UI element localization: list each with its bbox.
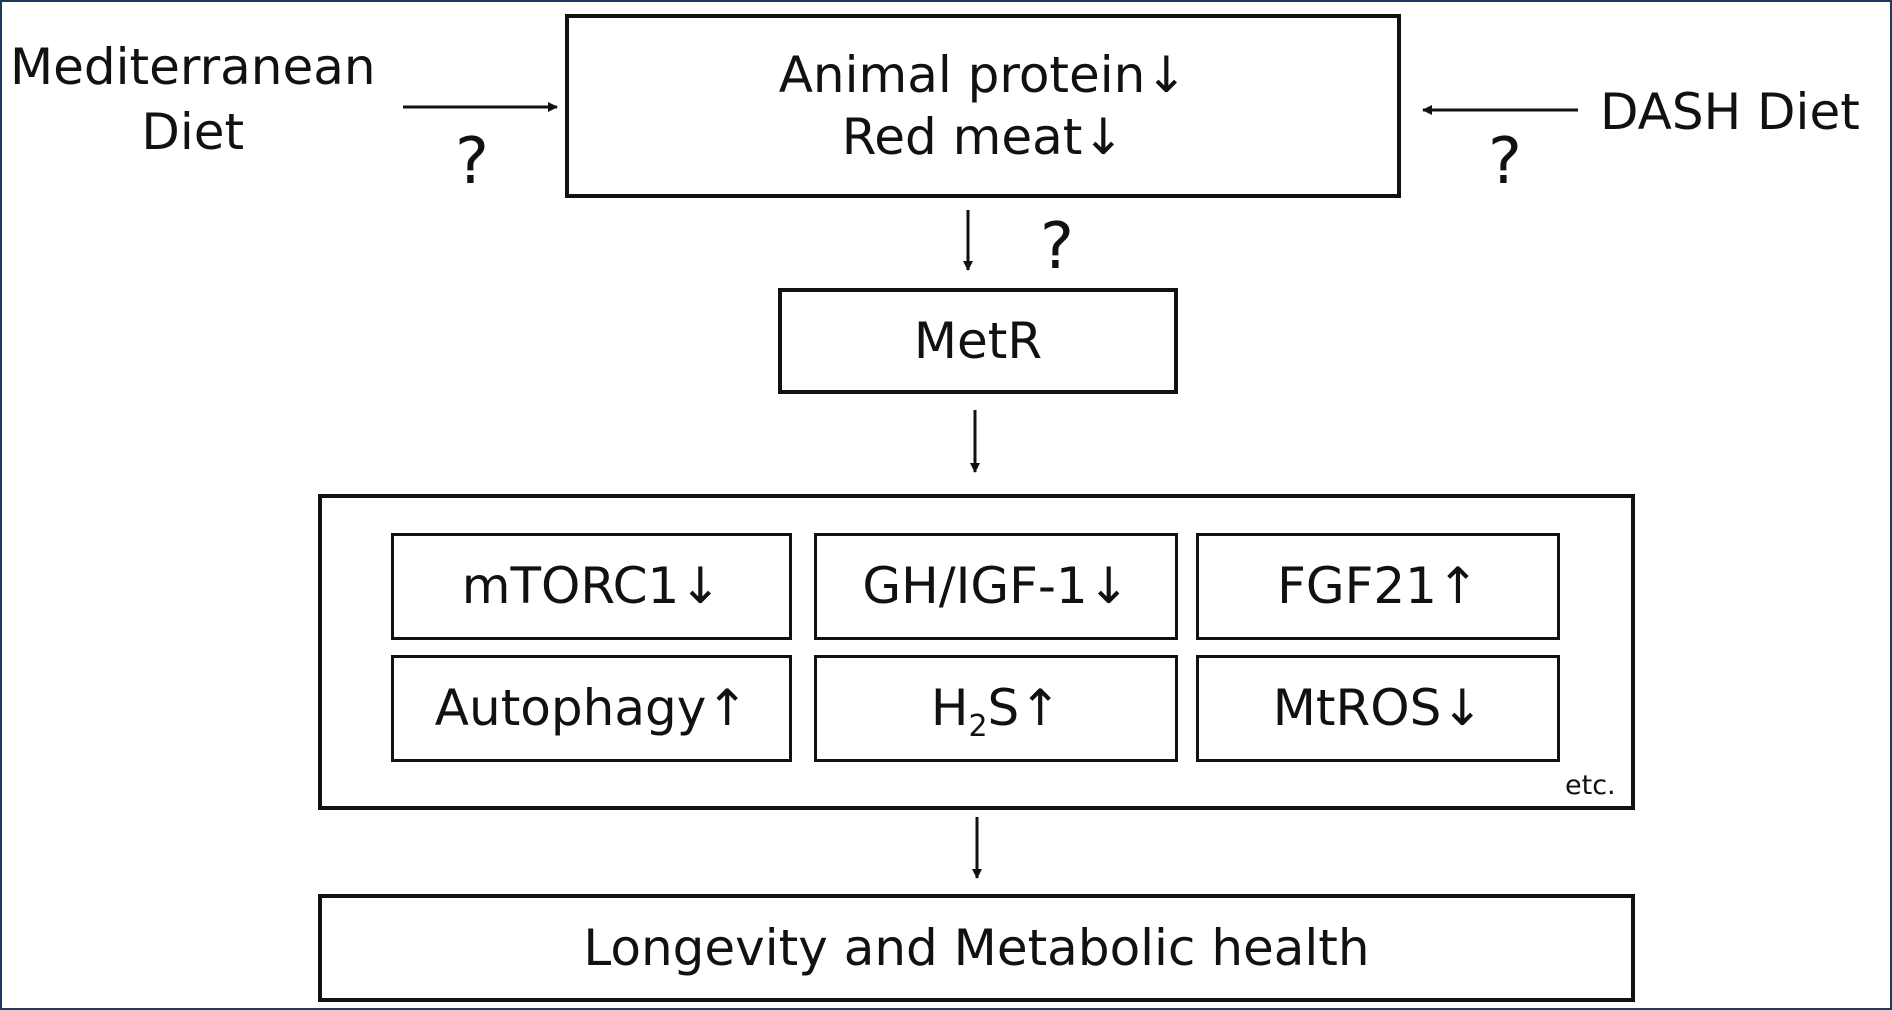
- effect-h2s-tail: S↑: [987, 679, 1062, 738]
- effect-gh-igf1-label: GH/IGF-1↓: [862, 557, 1130, 616]
- metr-box: MetR: [778, 288, 1178, 394]
- effect-autophagy: Autophagy↑: [391, 655, 792, 762]
- effect-h2s-subscript: 2: [968, 709, 988, 745]
- mediterranean-line2: Diet: [141, 103, 245, 161]
- animal-protein-label: Animal protein↓: [778, 45, 1188, 104]
- etc-label: etc.: [1565, 770, 1616, 801]
- outcome-label: Longevity and Metabolic health: [583, 918, 1370, 977]
- mediterranean-question-mark: ?: [455, 125, 489, 199]
- effect-mtros: MtROS↓: [1196, 655, 1560, 762]
- outcome-box: Longevity and Metabolic health: [318, 894, 1635, 1002]
- effect-h2s: H2S↑: [814, 655, 1178, 762]
- mediterranean-diet-label: Mediterranean Diet: [10, 35, 376, 165]
- animal-protein-box: Animal protein↓ Red meat↓: [565, 14, 1401, 198]
- effect-mtorc1: mTORC1↓: [391, 533, 792, 640]
- effect-autophagy-label: Autophagy↑: [434, 679, 749, 738]
- effect-h2s-main: H: [930, 679, 969, 738]
- dash-diet-label: DASH Diet: [1600, 83, 1860, 141]
- metr-label: MetR: [913, 311, 1043, 370]
- effect-h2s-label: H2S↑: [930, 677, 1062, 742]
- effect-gh-igf1: GH/IGF-1↓: [814, 533, 1178, 640]
- effect-mtros-label: MtROS↓: [1272, 679, 1484, 738]
- dash-question-mark: ?: [1488, 125, 1522, 199]
- metr-question-mark: ?: [1040, 210, 1074, 284]
- effect-mtorc1-label: mTORC1↓: [461, 557, 722, 616]
- effect-fgf21-label: FGF21↑: [1277, 557, 1479, 616]
- effect-fgf21: FGF21↑: [1196, 533, 1560, 640]
- mediterranean-line1: Mediterranean: [10, 38, 376, 96]
- red-meat-label: Red meat↓: [841, 108, 1125, 166]
